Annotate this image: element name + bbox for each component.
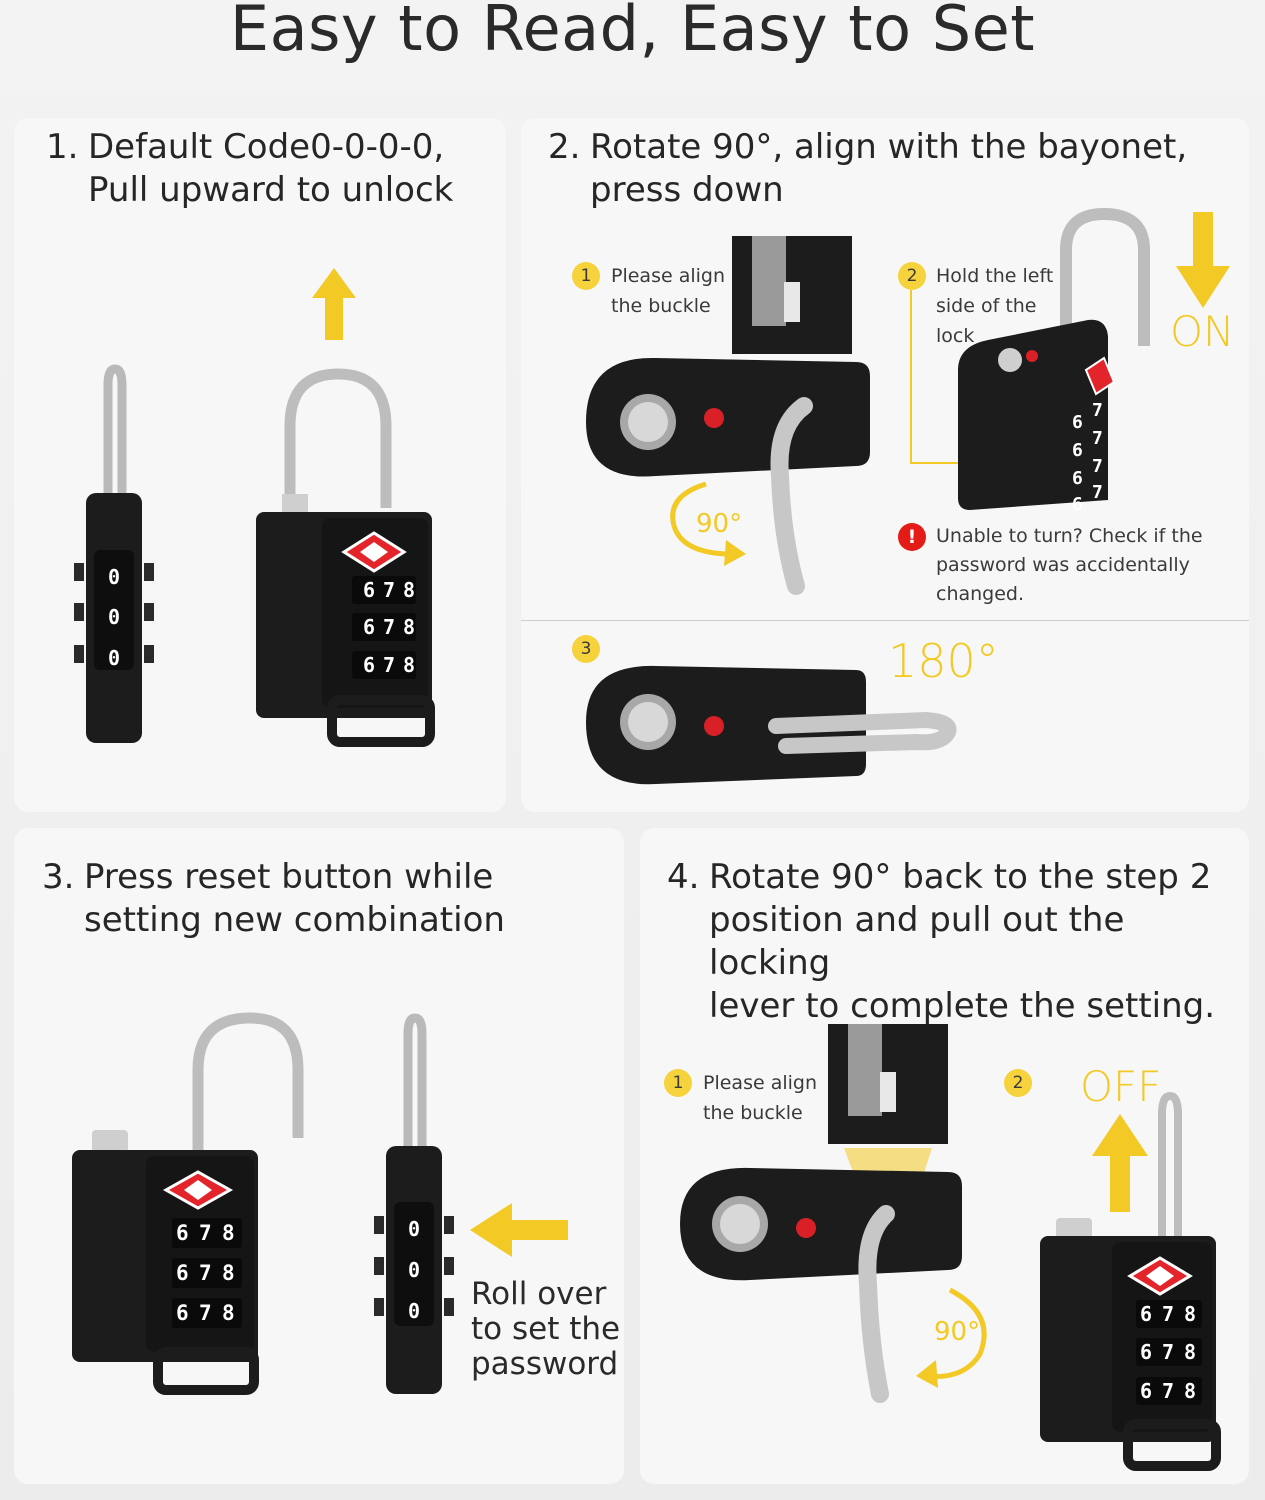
- dial-digit: 6: [363, 615, 375, 639]
- alert-note: Unable to turn? Check if the password wa…: [936, 525, 1203, 605]
- dial-digit: 8: [1184, 1379, 1196, 1403]
- dial-digit: 7: [383, 615, 395, 639]
- step-text: Default Code0-0-0-0, Pull upward to unlo…: [88, 127, 454, 210]
- dial-digit: 0: [108, 646, 120, 670]
- dial-digit: 8: [1184, 1302, 1196, 1326]
- dial-digit: 7: [1092, 482, 1103, 503]
- step-text: Rotate 90°, align with the bayonet, pres…: [590, 127, 1188, 210]
- dial-digit: 6: [176, 1221, 189, 1245]
- sub-step-note: Please align the buckle: [611, 265, 725, 317]
- tsa-diamond-icon: [162, 1170, 234, 1210]
- dial-digit: 6: [176, 1261, 189, 1285]
- dial-row: 6 7 8: [172, 1298, 242, 1328]
- lock-front-closed: 6 7 8 6 7 8 6 7 8: [1040, 1091, 1221, 1471]
- tsa-diamond-icon: [341, 531, 407, 573]
- sub-step-badge: 1: [572, 262, 600, 290]
- dial-row: 6 7 8: [1136, 1338, 1202, 1366]
- dial-digit: 8: [1184, 1340, 1196, 1364]
- dial-column: 0 0 0: [108, 565, 120, 670]
- sub-step-badge: 2: [1004, 1069, 1032, 1097]
- dial-digit: 7: [1162, 1379, 1174, 1403]
- dial-column: 6 6 6 6 7 7 7 7: [1072, 400, 1103, 515]
- dial-digit: 7: [199, 1261, 212, 1285]
- dial-digit: 0: [408, 1258, 420, 1282]
- sub-step-badge: 1: [664, 1069, 692, 1097]
- dial-column: 0 0 0: [408, 1217, 420, 1323]
- dial-digit: 7: [1092, 456, 1103, 477]
- lock-front-open: 6 7 8 6 7 8 6 7 8: [256, 368, 435, 747]
- roll-over-note: Roll over to set the password: [471, 1276, 621, 1382]
- dial-digit: 7: [1162, 1302, 1174, 1326]
- arrow-left-icon: [470, 1203, 568, 1257]
- alert-icon: !: [898, 523, 926, 551]
- bayonet-align-illustration: 90°: [586, 236, 870, 595]
- divider: [521, 620, 1249, 621]
- angle-label: 180°: [888, 634, 999, 688]
- dial-digit: 6: [1072, 440, 1083, 461]
- sub-step-badge: 2: [898, 262, 926, 290]
- step-text: Press reset button while setting new com…: [84, 857, 505, 940]
- rotate-arrow-icon: [670, 481, 727, 557]
- dial-digit: 8: [403, 615, 415, 639]
- page-title: Easy to Read, Easy to Set: [229, 0, 1036, 65]
- dial-digit: 8: [403, 653, 415, 677]
- step-number: 2.: [548, 127, 581, 167]
- dial-digit: 0: [108, 565, 120, 589]
- dial-digit: 8: [403, 578, 415, 602]
- step-number: 3.: [42, 857, 75, 897]
- dial-row: 6 7 8: [1136, 1300, 1202, 1328]
- lock-side-view: 0 0 0: [374, 1013, 454, 1394]
- dial-row: 6 7 8: [172, 1218, 242, 1248]
- tsa-diamond-icon: [1127, 1256, 1193, 1296]
- arrow-down-icon: [1176, 212, 1230, 308]
- dial-row: 6 7 8: [352, 613, 416, 641]
- dial-digit: 7: [199, 1301, 212, 1325]
- dial-digit: 7: [383, 578, 395, 602]
- dial-digit: 7: [199, 1221, 212, 1245]
- dial-digit: 0: [108, 605, 120, 629]
- rotate-label: 90°: [696, 509, 742, 539]
- dial-digit: 6: [363, 653, 375, 677]
- sub-step-note: Hold the left side of the lock: [936, 265, 1054, 347]
- dial-digit: 6: [1072, 412, 1083, 433]
- dial-digit: 6: [176, 1301, 189, 1325]
- dial-digit: 6: [1140, 1379, 1152, 1403]
- dial-row: 6 7 8: [352, 576, 416, 604]
- bayonet-align-illustration: 90°: [680, 1024, 987, 1403]
- step-number: 4.: [667, 857, 700, 897]
- lock-front-open: 6 7 8 6 7 8 6 7 8: [72, 1012, 304, 1395]
- sub-step-note: Please align the buckle: [703, 1072, 817, 1124]
- dial-digit: 0: [408, 1217, 420, 1241]
- dial-row: 6 7 8: [352, 651, 416, 679]
- dial-digit: 8: [222, 1301, 235, 1325]
- dial-digit: 6: [1072, 468, 1083, 489]
- dial-digit: 6: [1072, 494, 1083, 515]
- dial-row: 6 7 8: [1136, 1377, 1202, 1405]
- dial-row: 6 7 8: [172, 1258, 242, 1288]
- dial-digit: 6: [1140, 1340, 1152, 1364]
- rotate-label: 90°: [934, 1317, 980, 1347]
- dial-digit: 8: [222, 1261, 235, 1285]
- lock-side-view: 0 0 0: [74, 364, 154, 743]
- arrow-up-icon: [1092, 1114, 1148, 1212]
- off-label: OFF: [1080, 1062, 1162, 1111]
- dial-digit: 7: [1092, 428, 1103, 449]
- lock-rotated-180: [586, 665, 957, 785]
- arrow-up-icon: [312, 268, 356, 340]
- step-text: Rotate 90° back to the step 2 position a…: [709, 857, 1216, 1026]
- dial-digit: 7: [1092, 400, 1103, 421]
- dial-digit: 7: [1162, 1340, 1174, 1364]
- dial-digit: 0: [408, 1299, 420, 1323]
- dial-digit: 6: [1140, 1302, 1152, 1326]
- dial-digit: 7: [383, 653, 395, 677]
- dial-digit: 6: [363, 578, 375, 602]
- sub-step-badge: 3: [572, 635, 600, 663]
- rotate-arrow-icon: [925, 1287, 987, 1380]
- on-label: ON: [1170, 307, 1235, 356]
- step-number: 1.: [46, 127, 79, 167]
- lock-tilted: 6 6 6 6 7 7 7 7: [958, 207, 1150, 515]
- dial-digit: 8: [222, 1221, 235, 1245]
